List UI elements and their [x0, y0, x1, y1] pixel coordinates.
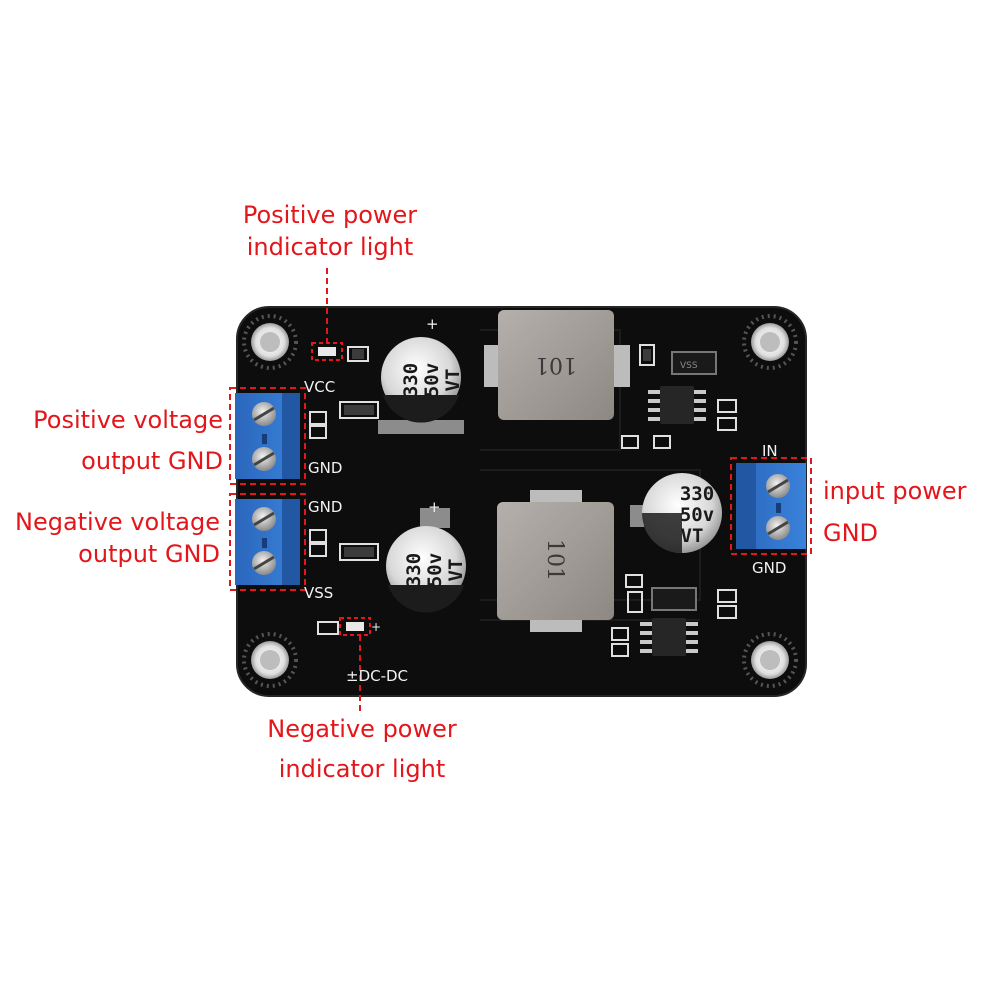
capacitor-polarity: + [426, 315, 439, 333]
callout-line: indicator light [246, 233, 414, 261]
positive-output-callout: Positive voltage output GND [20, 408, 223, 473]
capacitor-polarity: + [428, 498, 441, 516]
positive-indicator-led [318, 347, 336, 356]
callout-line: input power [823, 477, 967, 505]
highlight-box [730, 457, 812, 555]
smd-parts [344, 349, 651, 557]
capacitor-marking: 330 [680, 483, 714, 505]
silk-gnd-mid: GND [308, 498, 342, 516]
terminal-block-negative [235, 499, 300, 585]
capacitor-marking: 330 [403, 553, 425, 587]
capacitor-marking: 50v [421, 363, 443, 397]
negative-indicator-callout: Negative power indicator light [252, 717, 472, 781]
capacitor-middle: 330 50v VT [630, 473, 722, 553]
inductor-marking: 101 [535, 352, 577, 377]
callout-line: Negative power [267, 715, 457, 743]
positive-indicator-callout: Positive power indicator light [225, 203, 435, 259]
input-callout: input power GND [823, 479, 993, 545]
smd-footprints [309, 344, 737, 657]
capacitor-marking: 330 [400, 363, 422, 397]
inductor-top: 101 [484, 310, 630, 420]
callout-line: GND [823, 519, 879, 547]
highlight-box [229, 493, 306, 591]
negative-indicator-led [346, 622, 364, 631]
terminal-block-input [736, 463, 806, 549]
callout-line: Positive voltage [33, 406, 223, 434]
callout-line: Positive power [242, 201, 418, 229]
highlight-box [339, 617, 371, 636]
diode [671, 351, 717, 375]
capacitor-marking: 50v [680, 504, 714, 526]
callout-line: Negative voltage [14, 508, 220, 536]
callout-line: indicator light [278, 755, 446, 783]
capacitor-marking: VT [445, 559, 467, 582]
board-name: ±DC-DC [346, 667, 408, 685]
diode [651, 587, 697, 611]
callout-line: output GND [81, 447, 223, 475]
mounting-hole [742, 314, 798, 370]
capacitor-marking: VT [442, 369, 464, 392]
callout-line: output GND [78, 540, 220, 568]
inductor-marking: 101 [542, 539, 567, 581]
silk-vcc: VCC [304, 378, 335, 396]
silk-led-plus: + [371, 620, 381, 634]
highlight-box [229, 387, 306, 485]
silk-gnd-right: GND [752, 559, 786, 577]
diode-marking: VSS [680, 361, 698, 371]
mounting-hole [742, 632, 798, 688]
ic-chip [640, 618, 698, 656]
capacitor-top: 330 50v VT + [378, 315, 464, 434]
mounting-hole [242, 314, 298, 370]
capacitor-marking: VT [681, 525, 704, 547]
terminal-block-positive [235, 393, 300, 479]
silk-gnd-top: GND [308, 459, 342, 477]
inductor-bottom: 101 [497, 490, 614, 632]
silk-in: IN [762, 442, 778, 460]
silk-vss: VSS [304, 584, 333, 602]
negative-output-callout: Negative voltage output GND [10, 510, 220, 566]
capacitor-marking: 50v [424, 553, 446, 587]
mounting-hole [242, 632, 298, 688]
capacitor-bottom: 330 50v VT + [386, 498, 467, 613]
ic-chip [648, 386, 706, 424]
